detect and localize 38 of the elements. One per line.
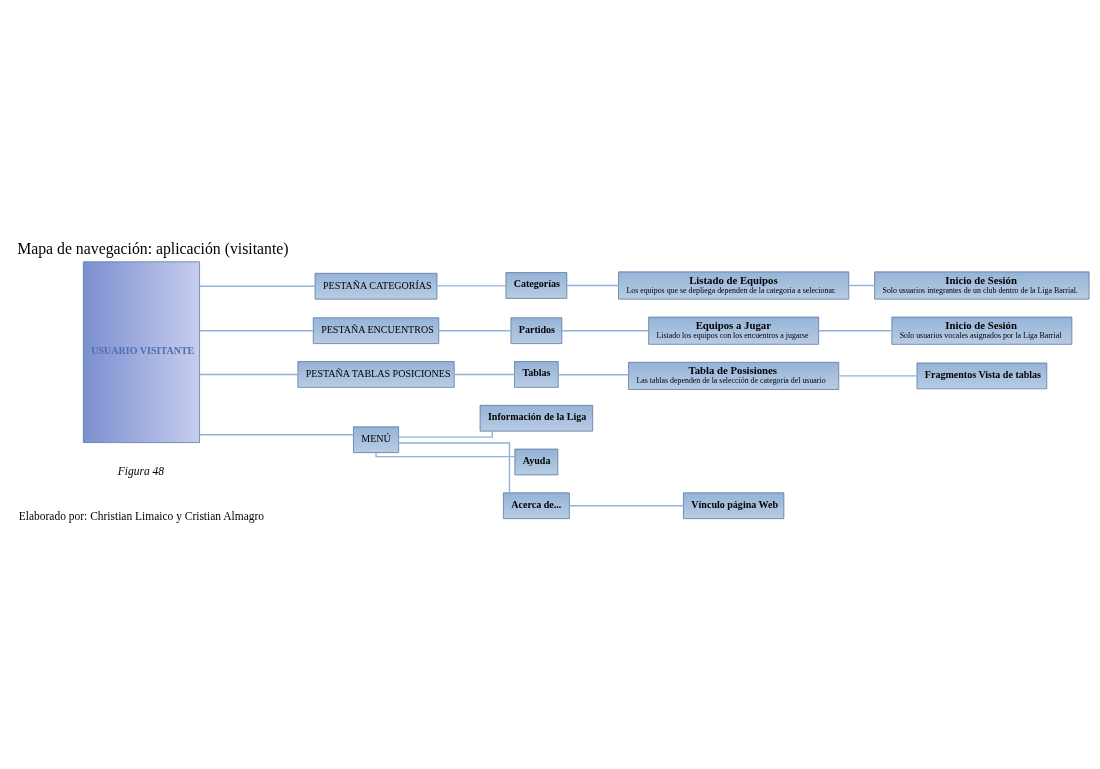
node-box: Tabla de Posisiones Las tablas dependen de la selección de categoria del usuario: [628, 361, 840, 390]
node-box: Equipos a Jugar Listado los equipos con los encuentros a jugarse: [648, 316, 819, 345]
connector: [199, 330, 314, 332]
node-box: Inicio de Sesión Solo usuarios integrantes de un club dentro de la Liga Barrial.: [874, 271, 1090, 300]
node-box: Categorías: [505, 272, 568, 299]
node-box: MENÚ: [353, 426, 399, 453]
connector: [568, 505, 684, 507]
connector: [199, 434, 355, 436]
caption: Figura 48: [117, 465, 164, 478]
node-box: Partidos: [510, 317, 563, 344]
connector: [438, 330, 512, 332]
node-box: Acerca de...: [503, 492, 570, 519]
connector: [818, 330, 893, 332]
connector: [199, 373, 299, 376]
connector: [566, 284, 620, 287]
connector: [561, 330, 650, 332]
node-box: Tablas: [514, 361, 559, 388]
connector: [398, 430, 493, 438]
connector: [436, 285, 507, 287]
connector: [838, 375, 918, 377]
connector: [397, 442, 511, 494]
node-box: Vínculo página Web: [683, 492, 785, 519]
connector: [557, 374, 630, 376]
node-box: Fragmentos Vista de tablas: [916, 362, 1048, 390]
connector: [453, 373, 516, 376]
node-box: Inicio de Sesión Solo usuarios vocales asignados por la Liga Barrial: [891, 316, 1073, 345]
connector: [848, 284, 876, 287]
node-box: PESTAÑA TABLAS POSICIONES: [297, 361, 455, 388]
node-box: PESTAÑA CATEGORÍAS: [314, 272, 438, 300]
label: Elaborado por: Christian Limaico y Cristian Almagro: [18, 509, 265, 522]
node-box: Ayuda: [514, 448, 559, 476]
node-box: Listado de Equipos Los equipos que se depliega dependen de la categoria a selecionar.: [618, 271, 850, 300]
connector: [375, 451, 516, 458]
node-box: USUARIO VISITANTE: [83, 261, 200, 443]
node-box: PESTAÑA ENCUENTROS: [312, 317, 440, 344]
connector: [199, 285, 316, 287]
node-box: Información de la Liga: [479, 404, 594, 432]
diagram-title: Mapa de navegación: aplicación (visitante): [17, 240, 289, 258]
